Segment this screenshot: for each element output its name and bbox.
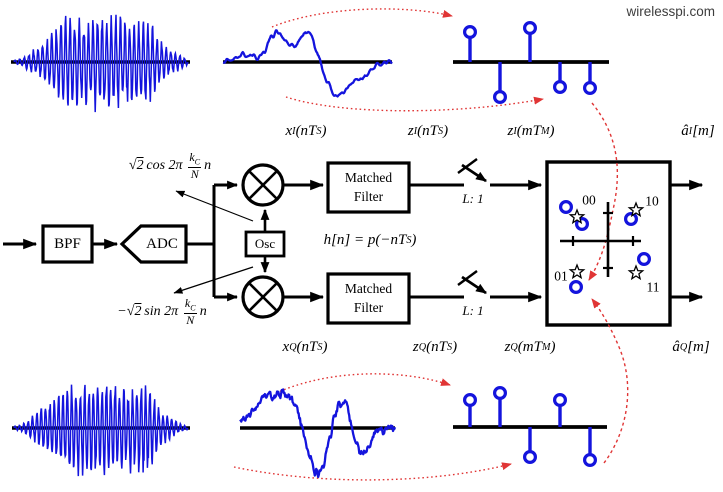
constellation-ring [558,200,573,215]
cos-pointer-arrow [175,190,254,222]
stem-circle [582,80,597,95]
constellation-star [568,263,586,280]
osc-label: Osc [254,236,276,251]
constellation-ring [568,280,583,295]
mixer-i-x2 [248,170,278,200]
red-arc-xq-bottom [233,462,512,481]
bpf-label: BPF [54,235,81,252]
constellation-star [568,208,586,225]
stem-circle [522,450,537,465]
switch-q-tick [457,270,478,286]
stem-circle [582,453,597,468]
matched-filter-i-box [326,161,411,214]
constellation-bits-label: 00 [582,193,596,208]
stem-circle [463,25,478,40]
watermark: wirelesspi.com [626,4,715,19]
stem-circle [493,89,508,104]
decimator-q-label: L: 1 [462,303,484,318]
switch-i-tick [457,158,478,174]
constellation-bits-label: 01 [554,269,568,284]
baseband-xq [239,388,397,479]
red-arc-xq-top [275,373,451,394]
passband-top-left [13,14,189,113]
red-arc-xi-top [271,8,453,28]
passband-bottom-left [13,384,189,477]
red-arc-zi-to-constellation [588,102,618,281]
sin-pointer-arrow [173,266,254,294]
stem-circle [522,21,537,36]
stem-circle [493,386,508,401]
constellation-ring [623,212,638,227]
constellation-star [627,201,645,218]
constellation-bits-label: 11 [647,280,660,295]
stem-circle [552,79,567,94]
red-arc-zq-to-constellation [591,298,629,464]
adc-label: ADC [146,235,178,252]
decimator-i-label: L: 1 [462,191,484,206]
constellation-star [627,264,645,281]
osc-box [244,230,286,258]
stem-circle [552,393,567,408]
red-arc-xi-bottom [285,96,544,112]
constellation-bits-label: 10 [645,194,659,209]
stem-circle [463,393,478,408]
mixer-q-x2 [248,282,278,312]
constellation-ring [636,252,651,267]
baseband-xi [222,29,393,98]
